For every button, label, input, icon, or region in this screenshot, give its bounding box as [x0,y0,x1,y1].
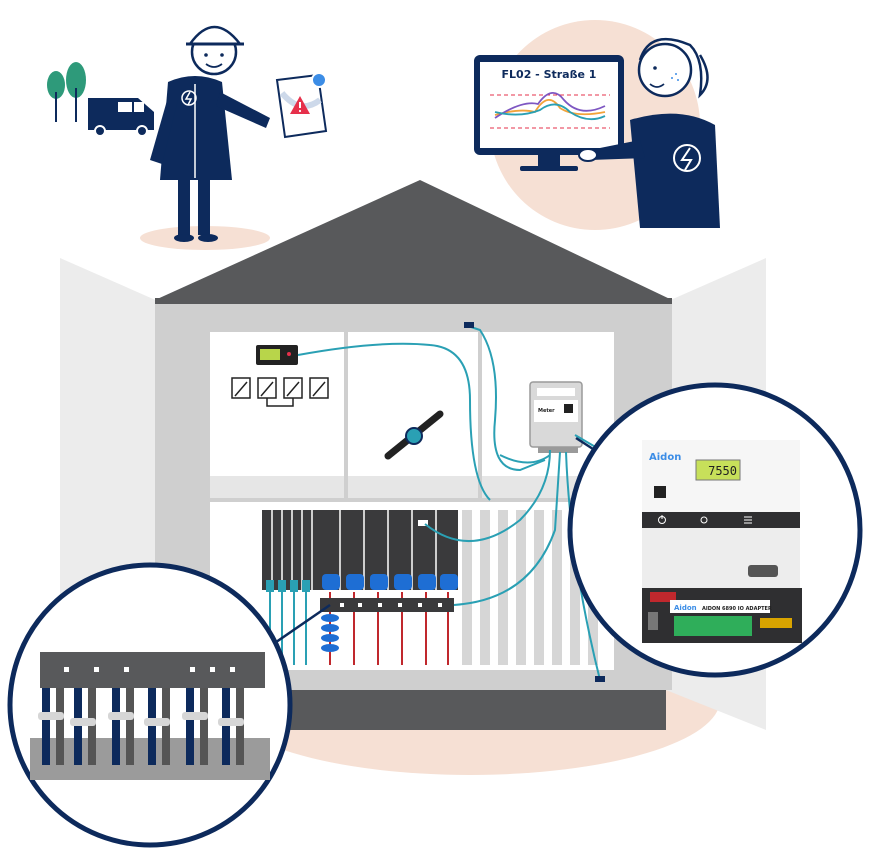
adapter-label: AIDON 6890 IO ADAPTER [702,606,772,612]
lightning-bolt-icon [181,90,197,106]
lightning-bolt-icon [673,144,701,172]
adapter-brand: Aidon [674,604,697,612]
field-worker [150,25,270,242]
warning-icon [290,96,310,114]
menu-icon [744,516,752,524]
switch-row [231,377,329,407]
device-brand: Aidon [649,452,681,463]
lcd-value: 7550 [708,464,737,478]
monitor: FL02 - Straße 1 [474,55,624,171]
aidon-meter: Aidon 7550 Aidon AIDON 6890 IO ADAPTER [642,440,802,643]
monitor-title: FL02 - Straße 1 [502,68,597,81]
tree-icon [47,62,86,122]
meter-small: Meter [529,381,583,453]
notification-dot [311,72,327,88]
qr-code-icon [654,486,666,498]
office-analyst [578,37,720,228]
switch-panel-left [210,332,344,498]
device-callout: Aidon 7550 Aidon AIDON 6890 IO ADAPTER [567,382,863,678]
power-icon [658,515,666,524]
lcd-display [695,459,741,481]
switch-panel-middle [348,332,478,498]
meter-small-label: Meter [538,408,555,414]
sensor-callout [7,562,293,848]
qr-code-icon [564,404,573,413]
tablet [275,72,328,139]
roof [155,180,672,300]
sensor-strip [320,598,454,612]
sensor-strip-closeup [40,652,265,688]
van-icon [88,98,154,137]
